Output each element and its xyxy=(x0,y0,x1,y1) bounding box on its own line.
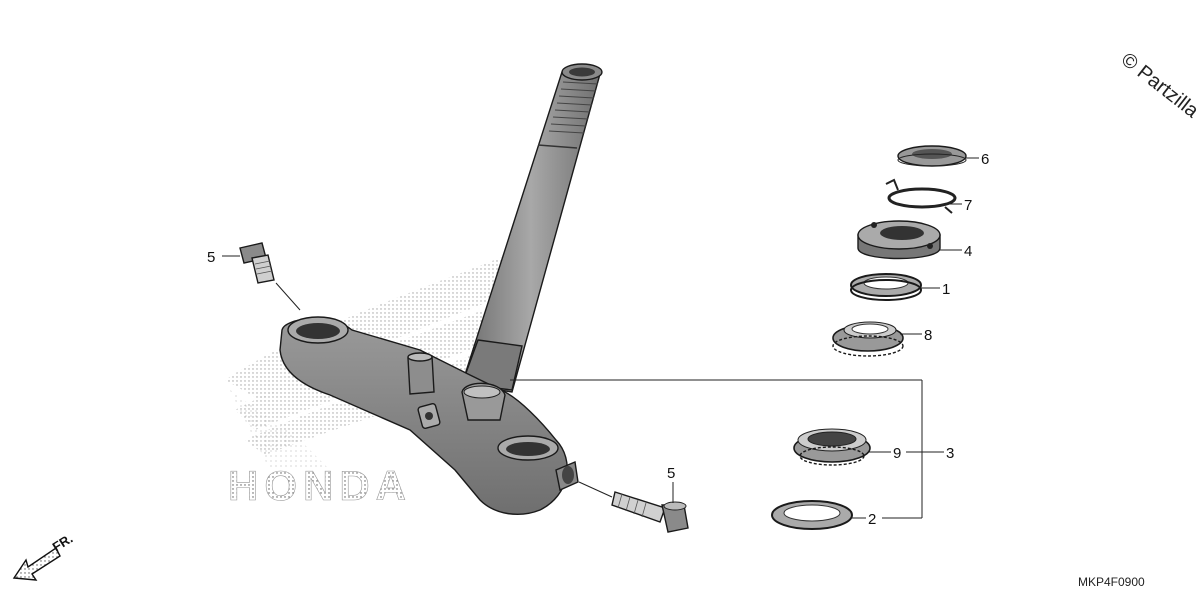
front-arrow-icon xyxy=(12,546,61,581)
callout-5-lower: 5 xyxy=(667,465,675,482)
callout-4: 4 xyxy=(964,243,972,260)
callout-9: 9 xyxy=(893,445,901,462)
bolt-upper-left xyxy=(239,242,275,284)
callout-3: 3 xyxy=(946,445,954,462)
part-2-lower-dust-seal xyxy=(771,500,853,530)
part-7-lock-washer xyxy=(885,178,957,214)
part-4-adjusting-nut xyxy=(857,220,941,260)
callout-7: 7 xyxy=(964,197,972,214)
callout-labels: 6 7 4 1 8 9 3 2 5 5 xyxy=(207,151,989,528)
bottom-bridge xyxy=(279,316,579,515)
honda-logo-text: HONDA xyxy=(228,462,412,509)
leader-lines xyxy=(222,157,979,519)
part-8-upper-bearing xyxy=(832,321,904,357)
callout-5-upper: 5 xyxy=(207,249,215,266)
part-1-dust-seal xyxy=(850,273,922,301)
callout-6: 6 xyxy=(981,151,989,168)
copyright-watermark: © Partzilla xyxy=(1117,49,1200,123)
front-direction-indicator: FR. xyxy=(12,531,75,581)
part-9-lower-bearing xyxy=(793,428,871,466)
callout-2: 2 xyxy=(868,511,876,528)
callout-8: 8 xyxy=(924,327,932,344)
part-6-lock-nut xyxy=(897,145,967,167)
diagram-code: MKP4F0900 xyxy=(1078,575,1145,589)
bolt-lower xyxy=(611,491,689,533)
callout-1: 1 xyxy=(942,281,950,298)
steering-stem xyxy=(461,63,603,393)
